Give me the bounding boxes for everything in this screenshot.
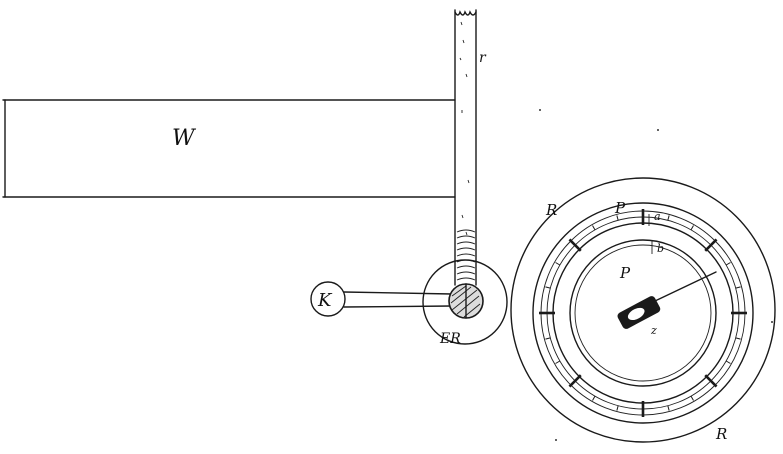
dial-minor-tick [690, 395, 694, 401]
outer-ring [510, 177, 776, 443]
dial-inner-ring-2 [574, 244, 712, 382]
knob-label: K [317, 290, 333, 311]
dial-minor-tick [545, 337, 551, 340]
dial-minor-tick [592, 225, 596, 231]
rod-hatching [456, 229, 476, 281]
vertical-rod [454, 9, 477, 286]
pointer-pivot-label: z [650, 324, 657, 337]
dial-minor-tick [690, 225, 694, 231]
dial-minor-tick [725, 262, 731, 266]
wall-label: W [172, 126, 197, 151]
dial-minor-tick [592, 395, 596, 401]
dial-minor-tick [667, 215, 670, 221]
rod-label: r [479, 50, 487, 66]
dial-minor-tick [735, 337, 741, 340]
ink-specks [539, 109, 773, 441]
wall-block [2, 99, 456, 198]
dial-inner-ring [569, 239, 717, 387]
roller-label: ER [439, 331, 461, 347]
dial-major-tick [704, 374, 718, 388]
dial-minor-tick [555, 360, 561, 364]
dial-minor-tick [616, 405, 619, 411]
roller-outer [422, 259, 508, 345]
dial-minor-tick [616, 215, 619, 221]
dial-ring-label: P [614, 199, 626, 217]
dial-major-tick [704, 238, 718, 252]
dial-major-tick [568, 374, 582, 388]
mark-b-label: b [657, 242, 664, 255]
dial-ticks [539, 209, 747, 417]
outer-ring-label-top: R [545, 201, 557, 219]
mark-a-label: a [654, 210, 661, 223]
scale-marks [648, 214, 653, 254]
dial-minor-tick [735, 286, 741, 289]
knob [310, 281, 346, 317]
dial-minor-tick [667, 405, 670, 411]
dial-minor-tick [545, 286, 551, 289]
dial [532, 202, 754, 424]
outer-ring-label-bottom: R [715, 425, 727, 443]
pointer [617, 271, 717, 329]
dial-outer-ring [532, 202, 754, 424]
knob-arm [343, 291, 453, 308]
dial-minor-tick [555, 262, 561, 266]
dial-center-label: P [619, 264, 631, 282]
dial-minor-tick [725, 360, 731, 364]
dial-major-tick [568, 238, 582, 252]
roller-hub [448, 283, 484, 319]
